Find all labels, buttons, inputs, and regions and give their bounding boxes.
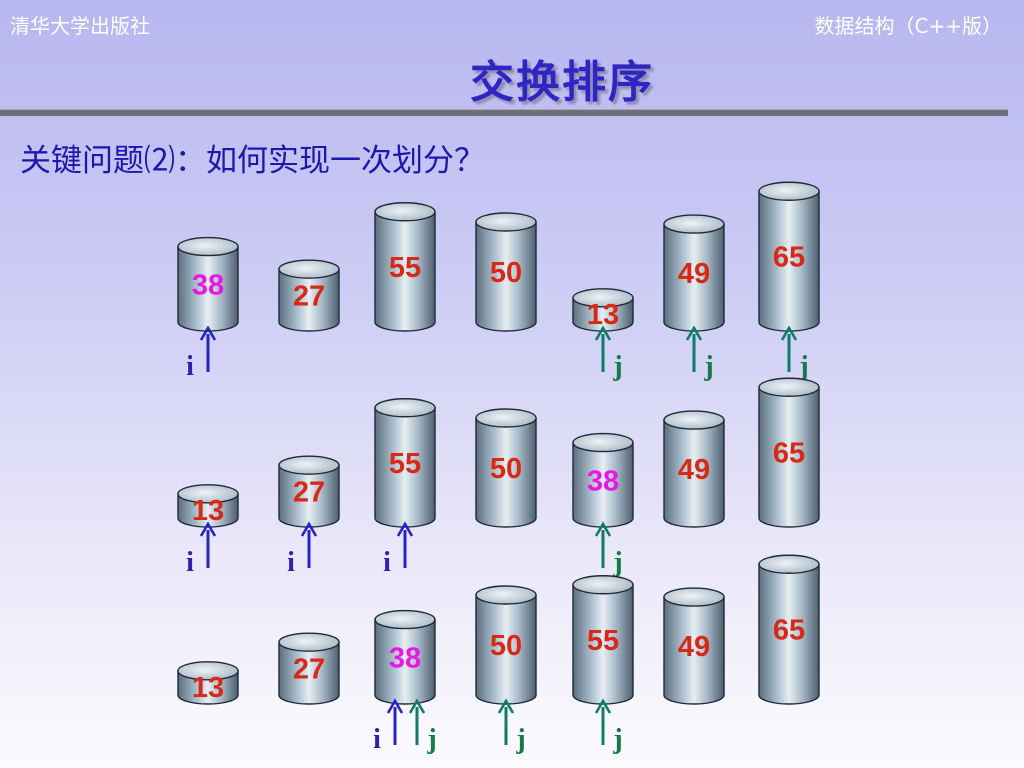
cylinder: 38 bbox=[177, 236, 239, 332]
cylinder: 27 bbox=[278, 632, 340, 705]
j-pointer: j bbox=[780, 325, 809, 382]
j-label: j bbox=[426, 724, 436, 755]
cylinder: 13 bbox=[177, 484, 239, 528]
cylinder: 55 bbox=[374, 398, 436, 528]
cylinder-value: 55 bbox=[389, 252, 421, 284]
cylinder-value: 65 bbox=[773, 242, 805, 274]
j-pointer: j bbox=[594, 698, 623, 755]
i-pointer: i bbox=[287, 521, 318, 578]
slide-subtitle: 关键问题⑵：如何实现一次划分？ bbox=[20, 143, 485, 179]
book-title-label: 数据结构（C++版） bbox=[814, 14, 1002, 38]
j-pointer: j bbox=[497, 698, 526, 755]
i-label: i bbox=[383, 547, 391, 578]
cylinder: 38 bbox=[374, 609, 436, 705]
i-pointer: i bbox=[383, 521, 414, 578]
cylinder-value: 49 bbox=[678, 631, 710, 663]
cylinder-value: 55 bbox=[389, 448, 421, 480]
cylinder: 27 bbox=[278, 259, 340, 332]
i-pointer: i bbox=[373, 698, 404, 755]
j-label: j bbox=[612, 351, 622, 382]
j-label: j bbox=[703, 351, 713, 382]
cylinder: 49 bbox=[663, 587, 725, 705]
cylinder-value: 49 bbox=[678, 258, 710, 290]
cylinder-value: 50 bbox=[490, 257, 522, 289]
j-pointer: j bbox=[594, 325, 623, 382]
cylinder-value: 27 bbox=[293, 477, 325, 509]
i-label: i bbox=[186, 351, 194, 382]
cylinder: 27 bbox=[278, 455, 340, 528]
j-pointer: j bbox=[685, 325, 714, 382]
cylinder: 38 bbox=[572, 432, 634, 528]
cylinder-value: 49 bbox=[678, 454, 710, 486]
cylinder-value: 27 bbox=[293, 281, 325, 313]
j-label: j bbox=[612, 724, 622, 755]
i-pointer: i bbox=[186, 521, 217, 578]
i-label: i bbox=[287, 547, 295, 578]
title-divider bbox=[0, 109, 1008, 116]
j-pointer: j bbox=[594, 521, 623, 578]
cylinder-value: 38 bbox=[389, 642, 421, 674]
cylinder: 49 bbox=[663, 410, 725, 528]
cylinder: 50 bbox=[475, 212, 537, 332]
slide-title: 交换排序 bbox=[470, 57, 654, 108]
cylinder-value: 38 bbox=[587, 465, 619, 497]
cylinder-value: 65 bbox=[773, 615, 805, 647]
cylinder: 55 bbox=[572, 575, 634, 705]
cylinder-value: 65 bbox=[773, 438, 805, 470]
cylinder: 65 bbox=[758, 181, 820, 332]
cylinder: 13 bbox=[572, 288, 634, 332]
cylinder: 65 bbox=[758, 554, 820, 705]
j-label: j bbox=[515, 724, 525, 755]
publisher-label: 清华大学出版社 bbox=[10, 14, 150, 38]
cylinder: 50 bbox=[475, 408, 537, 528]
i-label: i bbox=[186, 547, 194, 578]
i-label: i bbox=[373, 724, 381, 755]
cylinder-value: 27 bbox=[293, 654, 325, 686]
j-label: j bbox=[798, 351, 808, 382]
j-label: j bbox=[612, 547, 622, 578]
cylinder: 13 bbox=[177, 661, 239, 705]
cylinder: 55 bbox=[374, 202, 436, 332]
cylinder: 65 bbox=[758, 377, 820, 528]
cylinder-value: 55 bbox=[587, 625, 619, 657]
cylinder-value: 50 bbox=[490, 630, 522, 662]
cylinder: 50 bbox=[475, 585, 537, 705]
i-pointer: i bbox=[186, 325, 217, 382]
cylinder-value: 13 bbox=[192, 672, 224, 704]
cylinder-value: 50 bbox=[490, 453, 522, 485]
j-pointer: j bbox=[408, 698, 437, 755]
cylinder-value: 38 bbox=[192, 269, 224, 301]
cylinder: 49 bbox=[663, 214, 725, 332]
